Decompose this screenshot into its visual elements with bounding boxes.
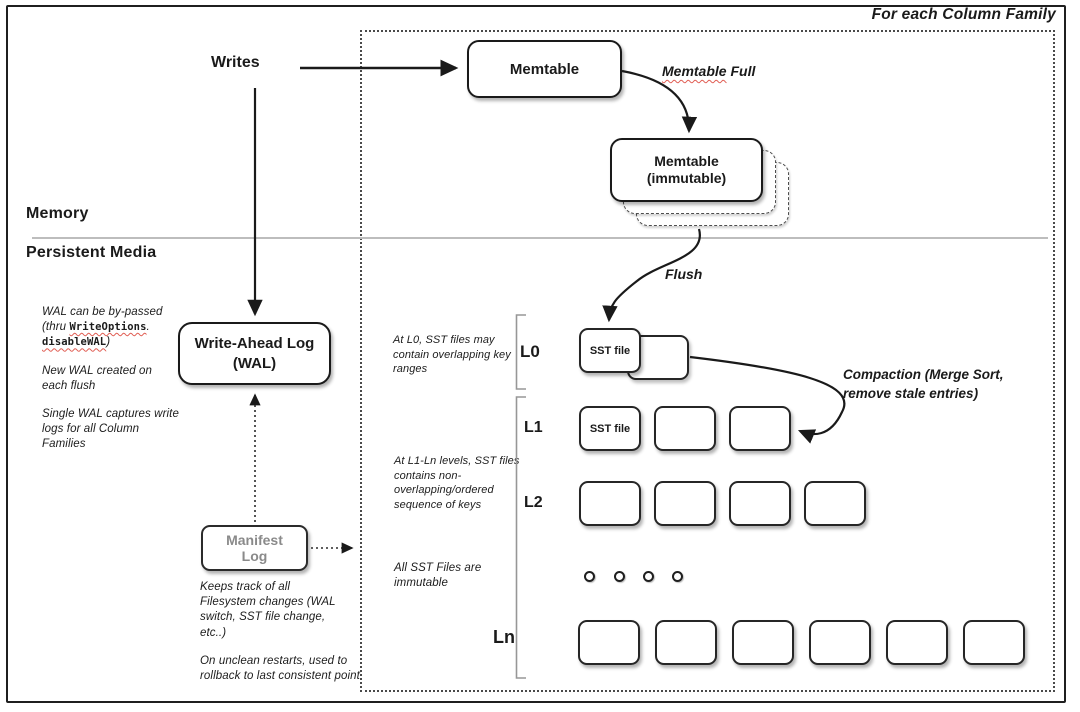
l2-sst-box-3: [729, 481, 791, 526]
memtable-full-label: Memtable Full: [662, 63, 755, 79]
manifest-log-box: Manifest Log: [201, 525, 308, 571]
immutable-memtable-line1: Memtable: [654, 152, 719, 169]
ln-sst-box-5: [886, 620, 948, 665]
l0-sst-box: SST file: [579, 328, 641, 373]
manifest-note-keeps-track: Keeps track of all Filesystem changes (W…: [200, 581, 336, 639]
ln-sst-box-4: [809, 620, 871, 665]
l2-sst-box-1: [579, 481, 641, 526]
memtable-full-word: Memtable: [662, 63, 727, 79]
l2-sst-box-2: [654, 481, 716, 526]
l2-sst-box-4: [804, 481, 866, 526]
wal-note-single-wal: Single WAL captures write logs for all C…: [42, 407, 179, 451]
level-ellipsis-dot-1: [584, 571, 595, 582]
memtable-box: Memtable: [467, 40, 622, 98]
wal-box-line1: Write-Ahead Log: [194, 335, 315, 352]
l1-note: At L1-Ln levels, SST files contains non-…: [394, 455, 520, 511]
immutable-memtable-box: Memtable (immutable): [610, 138, 763, 202]
column-family-region: [360, 30, 1055, 692]
memtable-box-label: Memtable: [509, 60, 580, 78]
manifest-notes: Keeps track of all Filesystem changes (W…: [200, 580, 360, 697]
wal-box-line2: (WAL): [232, 354, 277, 372]
manifest-note-rollback: On unclean restarts, used to rollback to…: [200, 654, 360, 682]
level-label-l0: L0: [520, 342, 540, 361]
level-label-l1: L1: [524, 419, 543, 436]
l1-sst-box-label: SST file: [589, 422, 631, 435]
ln-sst-box-3: [732, 620, 794, 665]
l1-sst-box-1: SST file: [579, 406, 641, 451]
level-ellipsis-dot-2: [614, 571, 625, 582]
writes-label: Writes: [211, 54, 260, 71]
manifest-log-line1: Manifest: [226, 531, 283, 548]
immutable-memtable-line2: (immutable): [646, 170, 727, 186]
level-ellipsis-dot-4: [672, 571, 683, 582]
manifest-log-line2: Log: [241, 548, 268, 564]
l0-note: At L0, SST files may contain overlapping…: [393, 334, 511, 376]
wal-note-bypass: WAL can be by-passed (thru WriteOptions.…: [42, 305, 180, 351]
wal-note-bypass-line1: WAL can be by-passed: [42, 306, 163, 318]
l0-sst-box-label: SST file: [589, 344, 631, 357]
level-label-ln: Ln: [493, 627, 515, 647]
memtable-full-rest: Full: [726, 63, 756, 79]
wal-box: Write-Ahead Log (WAL): [178, 322, 331, 385]
level-label-l2: L2: [524, 494, 543, 511]
ln-sst-box-2: [655, 620, 717, 665]
sst-immutable-note: All SST Files are immutable: [394, 562, 482, 590]
wal-note-writeoptions-code: WriteOptions: [69, 321, 147, 334]
wal-notes: WAL can be by-passed (thru WriteOptions.…: [42, 305, 180, 465]
persistent-media-section-label: Persistent Media: [26, 244, 157, 261]
wal-note-bypass-thru: (thru: [42, 321, 70, 334]
compaction-label: Compaction (Merge Sort, remove stale ent…: [843, 367, 1004, 402]
level-ellipsis-dot-3: [643, 571, 654, 582]
wal-note-disablewal-code: disableWAL: [42, 336, 107, 349]
ln-sst-box-6: [963, 620, 1025, 665]
column-family-region-title: For each Column Family: [871, 6, 1056, 23]
flush-label: Flush: [665, 266, 703, 282]
ln-sst-box-1: [578, 620, 640, 665]
wal-note-dot: .: [146, 321, 150, 334]
l1-sst-box-3: [729, 406, 791, 451]
diagram-outer-border: [6, 5, 1066, 703]
wal-note-close-paren: ): [106, 336, 111, 349]
l1-sst-box-2: [654, 406, 716, 451]
wal-note-new-wal: New WAL created on each flush: [42, 364, 153, 392]
memory-persistent-divider: [32, 237, 1048, 239]
memory-section-label: Memory: [26, 205, 89, 222]
